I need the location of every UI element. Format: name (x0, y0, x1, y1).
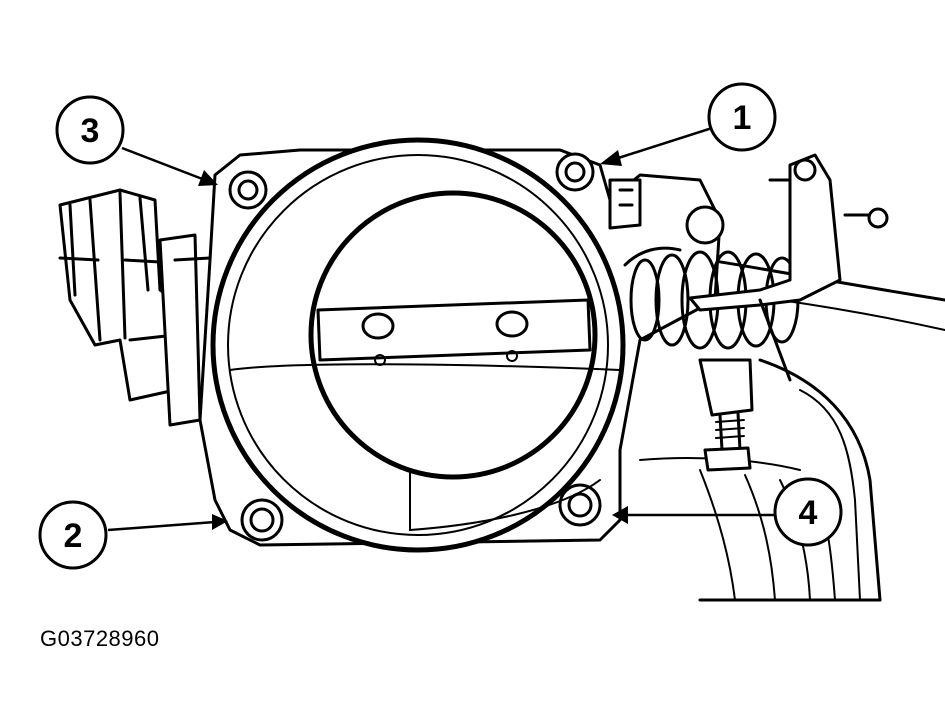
mounting-boss-bottom-right (558, 483, 602, 527)
callout-leaders (107, 126, 775, 532)
callout-2: 2 (38, 500, 108, 570)
callout-1: 1 (707, 82, 777, 152)
callout-1-label: 1 (733, 99, 752, 137)
callout-3: 3 (55, 95, 125, 165)
throttle-plate (316, 298, 592, 366)
callout-4-label: 4 (799, 494, 818, 532)
idle-stop-screw (703, 446, 752, 472)
callout-2-label: 2 (64, 517, 83, 555)
throttle-plate-screw-left (361, 312, 395, 340)
callout-3-label: 3 (81, 112, 100, 150)
throttle-linkage-assembly (608, 153, 889, 472)
figure-code: G03728960 (40, 626, 160, 651)
mounting-boss-top-left (228, 170, 268, 210)
mounting-boss-top-right (555, 152, 595, 192)
callout-4: 4 (773, 477, 843, 547)
mounting-boss-bottom-left (240, 498, 284, 542)
throttle-position-sensor-connector (58, 188, 212, 427)
throttle-plate-screw-right (495, 310, 529, 338)
